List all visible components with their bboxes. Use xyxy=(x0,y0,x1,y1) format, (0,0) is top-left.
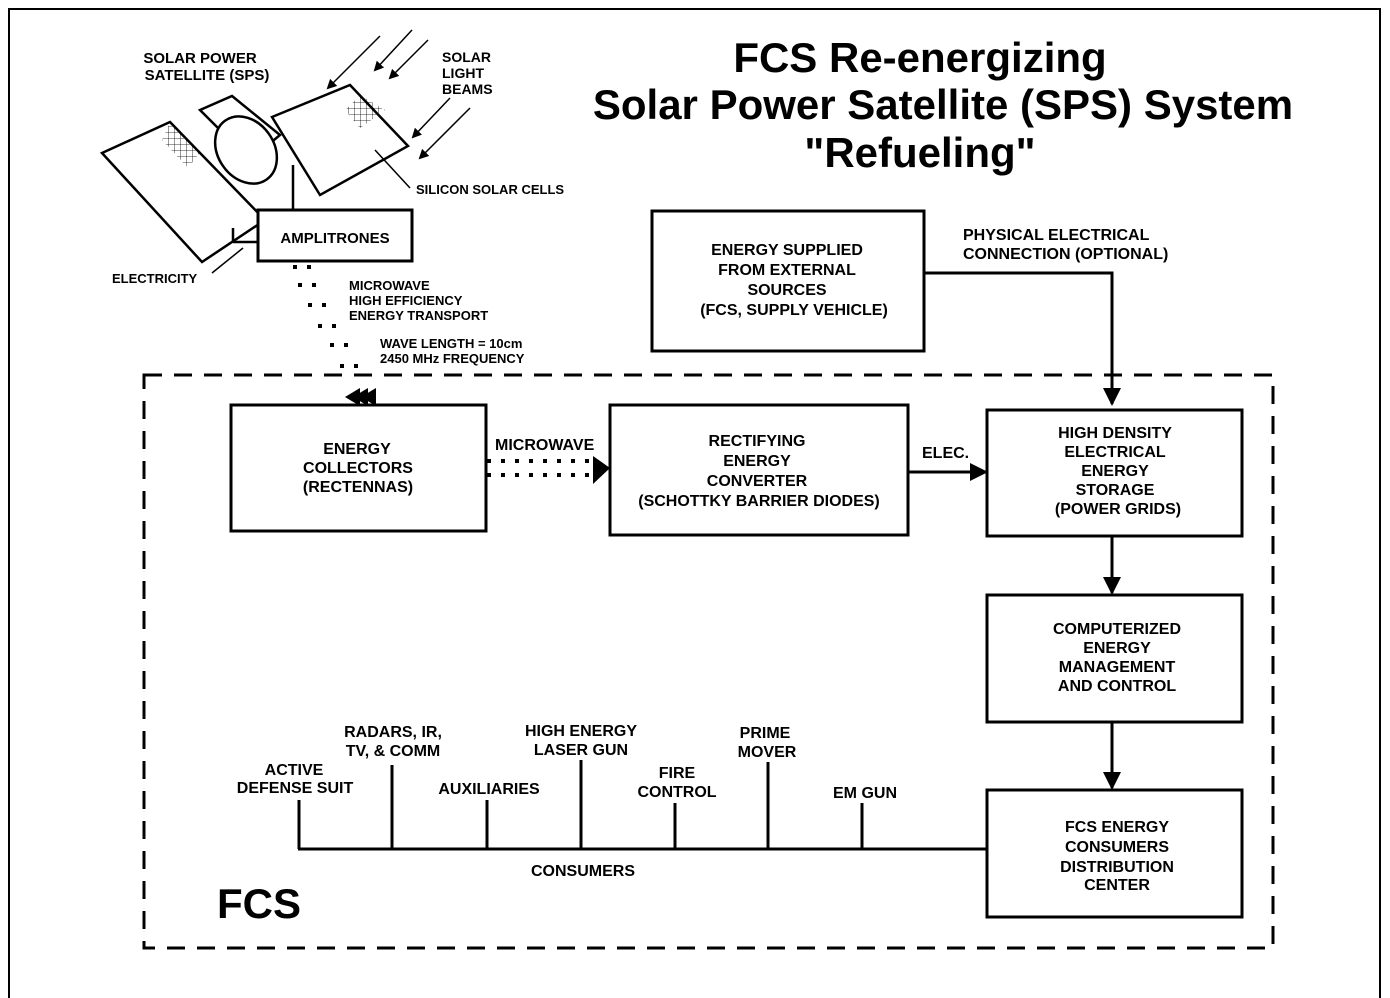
distribution-line-4: CENTER xyxy=(1084,877,1150,894)
consumer-prime-mover-l1: PRIME xyxy=(740,725,791,742)
solar-cells-label: SILICON SOLAR CELLS xyxy=(416,182,564,197)
consumer-prime-mover-l2: MOVER xyxy=(738,744,797,761)
consumer-fire-control-l2: CONTROL xyxy=(637,784,716,801)
consumer-laser-gun-l2: LASER GUN xyxy=(534,742,628,759)
amplitrones-box xyxy=(256,208,414,263)
connection-label-1: PHYSICAL ELECTRICAL xyxy=(963,227,1150,244)
management-line-3: MANAGEMENT xyxy=(1059,659,1176,676)
frequency-label: 2450 MHz FREQUENCY xyxy=(380,351,525,366)
sps-label-1: SOLAR POWER xyxy=(143,50,257,67)
collectors-line-1: ENERGY xyxy=(323,441,391,458)
rectifying-converter-box xyxy=(608,403,910,537)
consumer-fire-control-l1: FIRE xyxy=(659,765,696,782)
storage-line-5: (POWER GRIDS) xyxy=(1055,501,1181,518)
connection-arrow xyxy=(924,271,1121,406)
solar-beams-icon xyxy=(326,29,471,160)
page-frame xyxy=(8,8,1381,998)
storage-line-2: ELECTRICAL xyxy=(1064,444,1166,461)
management-line-4: AND CONTROL xyxy=(1058,678,1176,695)
microwave-label-1: MICROWAVE xyxy=(349,278,430,293)
collectors-line-3: (RECTENNAS) xyxy=(303,479,413,496)
beams-label-1: SOLAR xyxy=(442,49,491,65)
external-line-1: ENERGY SUPPLIED xyxy=(711,242,863,259)
consumer-laser-gun-l1: HIGH ENERGY xyxy=(525,723,637,740)
microwave-beam xyxy=(293,265,376,406)
distribution-line-2: CONSUMERS xyxy=(1065,839,1169,856)
satellite-icon xyxy=(99,83,411,264)
converter-line-1: RECTIFYING xyxy=(709,433,806,450)
collectors-line-2: COLLECTORS xyxy=(303,460,413,477)
storage-line-4: STORAGE xyxy=(1076,482,1155,499)
converter-line-2: ENERGY xyxy=(723,453,791,470)
elec-label: ELEC. xyxy=(922,445,969,462)
title-line-3: "Refueling" xyxy=(804,129,1035,176)
energy-storage-box xyxy=(985,408,1244,538)
distribution-center-box xyxy=(985,788,1244,919)
connection-label-2: CONNECTION (OPTIONAL) xyxy=(963,246,1168,263)
consumer-radars-l1: RADARS, IR, xyxy=(344,724,442,741)
converter-line-4: (SCHOTTKY BARRIER DIODES) xyxy=(638,493,880,510)
distribution-line-3: DISTRIBUTION xyxy=(1060,859,1174,876)
title-line-2: Solar Power Satellite (SPS) System xyxy=(593,81,1293,128)
distribution-line-1: FCS ENERGY xyxy=(1065,819,1169,836)
microwave-link-label: MICROWAVE xyxy=(495,437,595,454)
consumer-defense-suit-l1: ACTIVE xyxy=(265,762,324,779)
management-line-1: COMPUTERIZED xyxy=(1053,621,1181,638)
consumer-auxiliaries-l1: AUXILIARIES xyxy=(438,781,540,798)
consumer-radars-l2: TV, & COMM xyxy=(346,743,441,760)
external-line-4: (FCS, SUPPLY VEHICLE) xyxy=(700,302,888,319)
title-line-1: FCS Re-energizing xyxy=(733,34,1106,81)
wavelength-label: WAVE LENGTH = 10cm xyxy=(380,336,522,351)
beams-label-2: LIGHT xyxy=(442,65,484,81)
storage-line-1: HIGH DENSITY xyxy=(1058,425,1172,442)
beams-label-3: BEAMS xyxy=(442,81,493,97)
fcs-boundary xyxy=(142,373,1275,950)
external-energy-box xyxy=(650,209,926,353)
converter-line-3: CONVERTER xyxy=(707,473,808,490)
storage-line-3: ENERGY xyxy=(1081,463,1149,480)
amplitrones-label: AMPLITRONES xyxy=(280,230,389,247)
consumer-em-gun-l1: EM GUN xyxy=(833,785,897,802)
consumers-bus-label: CONSUMERS xyxy=(531,863,635,880)
consumer-defense-suit-l2: DEFENSE SUIT xyxy=(237,780,354,797)
sps-label-2: SATELLITE (SPS) xyxy=(145,67,270,84)
fcs-label: FCS xyxy=(217,880,301,927)
external-line-3: SOURCES xyxy=(747,282,826,299)
microwave-link xyxy=(487,456,610,484)
management-line-2: ENERGY xyxy=(1083,640,1151,657)
energy-management-box xyxy=(985,593,1244,724)
electricity-label: ELECTRICITY xyxy=(112,271,198,286)
microwave-label-3: ENERGY TRANSPORT xyxy=(349,308,488,323)
energy-collectors-box xyxy=(229,403,488,533)
microwave-label-2: HIGH EFFICIENCY xyxy=(349,293,463,308)
external-line-2: FROM EXTERNAL xyxy=(718,262,856,279)
